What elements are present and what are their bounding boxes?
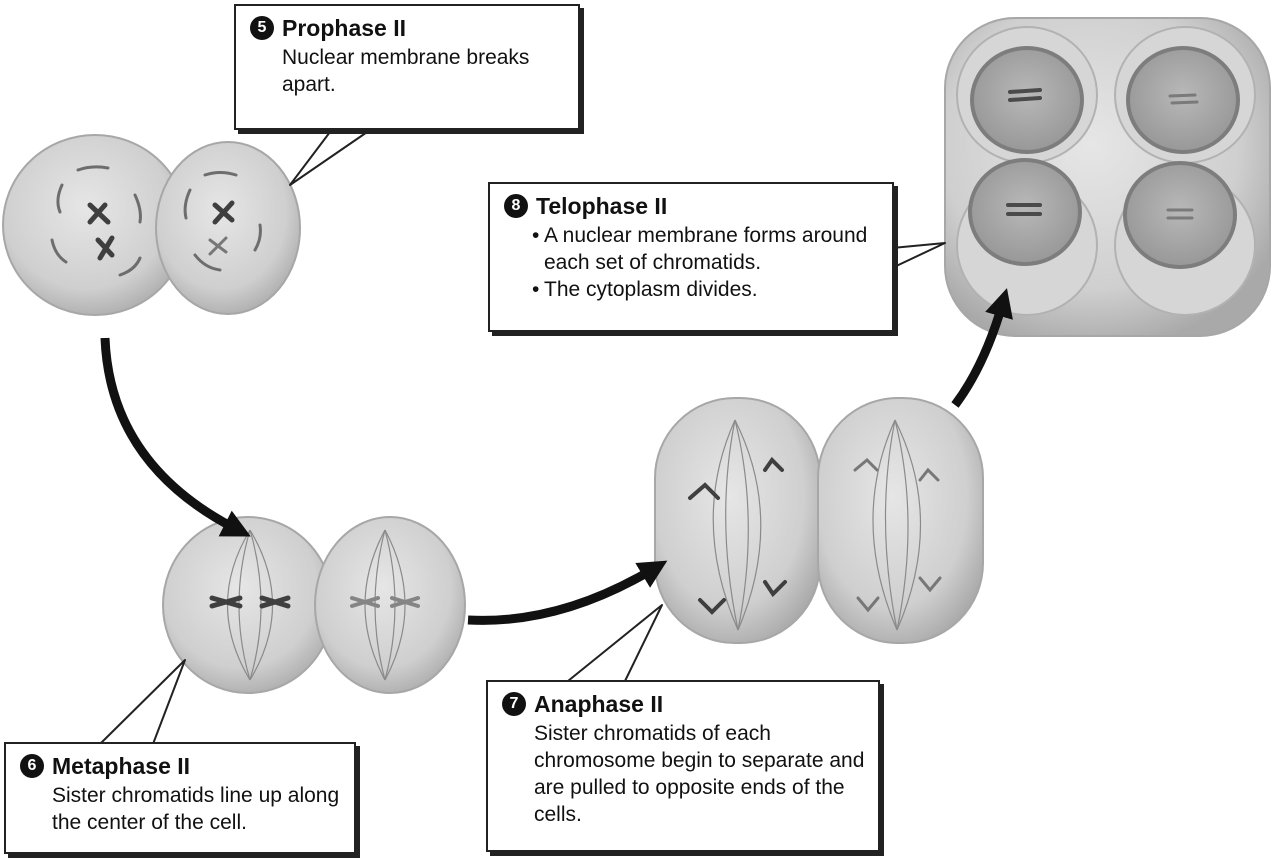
arrow-prophase-to-metaphase <box>105 338 238 530</box>
stage-description: Sister chromatids of each chromosome beg… <box>502 720 866 828</box>
metaphase-ii-heading: 6 Metaphase II <box>20 752 342 780</box>
bullet-item: A nuclear membrane forms around each set… <box>532 222 880 276</box>
stage-description: Sister chromatids line up along the cent… <box>20 782 342 836</box>
prophase-ii-box: 5 Prophase II Nuclear membrane breaks ap… <box>234 4 580 130</box>
prophase-ii-heading: 5 Prophase II <box>250 14 566 42</box>
anaphase-ii-heading: 7 Anaphase II <box>502 690 866 718</box>
anaphase-ii-cell <box>655 398 983 643</box>
stage-title: Telophase II <box>536 192 667 220</box>
metaphase-callout-pointer <box>100 660 185 744</box>
step-number-badge: 8 <box>504 194 528 218</box>
telophase-callout-pointer <box>892 243 945 268</box>
telophase-ii-cell <box>945 18 1270 336</box>
step-number-badge: 7 <box>502 692 526 716</box>
anaphase-ii-box: 7 Anaphase II Sister chromatids of each … <box>486 680 880 852</box>
metaphase-ii-cell <box>163 517 465 693</box>
step-number-badge: 6 <box>20 754 44 778</box>
arrow-metaphase-to-anaphase <box>468 568 655 620</box>
step-number-badge: 5 <box>250 16 274 40</box>
prophase-callout-pointer <box>290 128 373 185</box>
stage-title: Prophase II <box>282 14 406 42</box>
stage-title: Anaphase II <box>534 690 663 718</box>
anaphase-callout-pointer <box>568 605 662 681</box>
telophase-ii-bullets: A nuclear membrane forms around each set… <box>504 222 880 303</box>
telophase-ii-box: 8 Telophase II A nuclear membrane forms … <box>488 182 894 332</box>
telophase-ii-heading: 8 Telophase II <box>504 192 880 220</box>
prophase-ii-cell <box>3 135 300 315</box>
bullet-item: The cytoplasm divides. <box>532 276 880 303</box>
metaphase-ii-box: 6 Metaphase II Sister chromatids line up… <box>4 742 356 854</box>
stage-title: Metaphase II <box>52 752 190 780</box>
stage-description: Nuclear membrane breaks apart. <box>250 44 566 98</box>
